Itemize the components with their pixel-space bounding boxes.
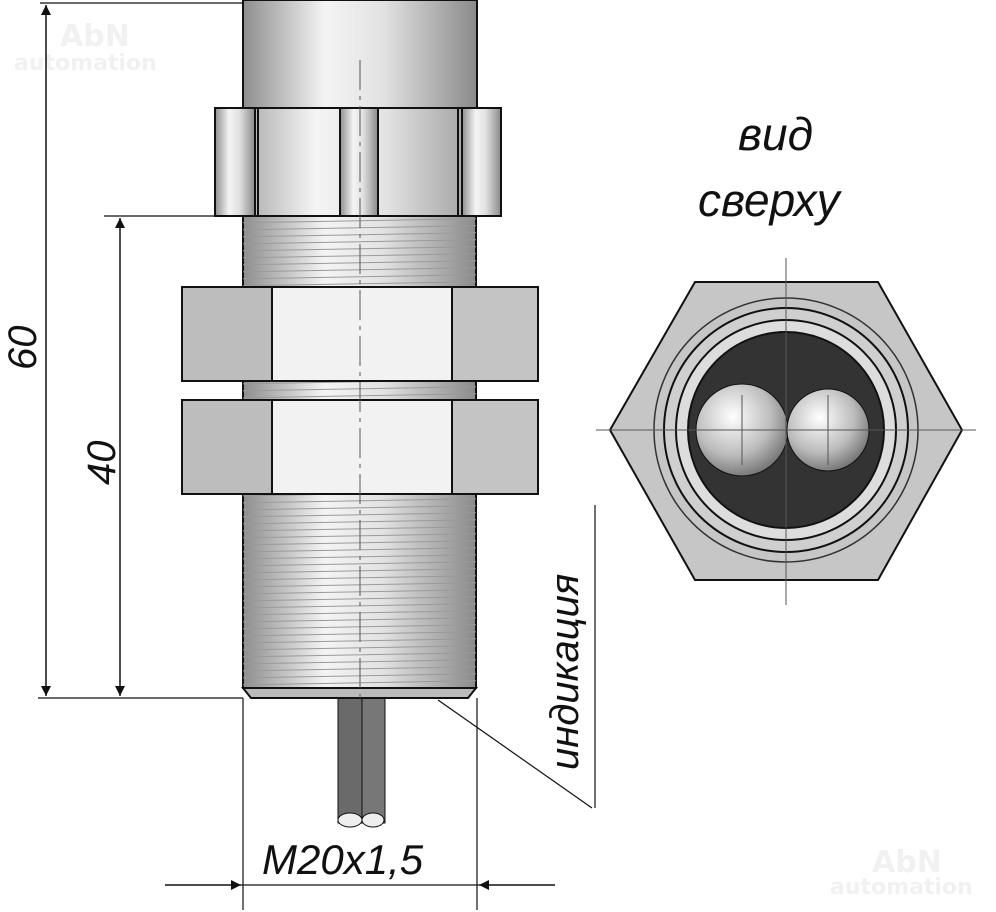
svg-text:AbN: AbN [872,845,942,880]
dimension-40: 40 [80,441,124,486]
top-view-title-line1: вид [738,108,813,160]
indication-label: индикация [543,574,587,770]
top-view-title-line2: сверху [698,174,843,226]
top-view [596,258,976,605]
dimension-60: 60 [1,326,45,371]
lock-nut-upper [181,286,539,382]
watermark-bottom-right: AbN automation [830,845,973,900]
watermark-top-left: AbN automation [14,19,157,76]
knurled-ring [214,107,502,217]
lock-nut-lower [181,399,539,495]
svg-text:automation: automation [14,51,157,76]
sensor-cap [242,0,478,111]
svg-text:automation: automation [830,875,973,900]
dimension-lines [38,2,596,910]
cable [337,697,386,828]
dimension-thread-spec: M20x1,5 [262,836,424,883]
svg-text:AbN: AbN [60,19,130,54]
